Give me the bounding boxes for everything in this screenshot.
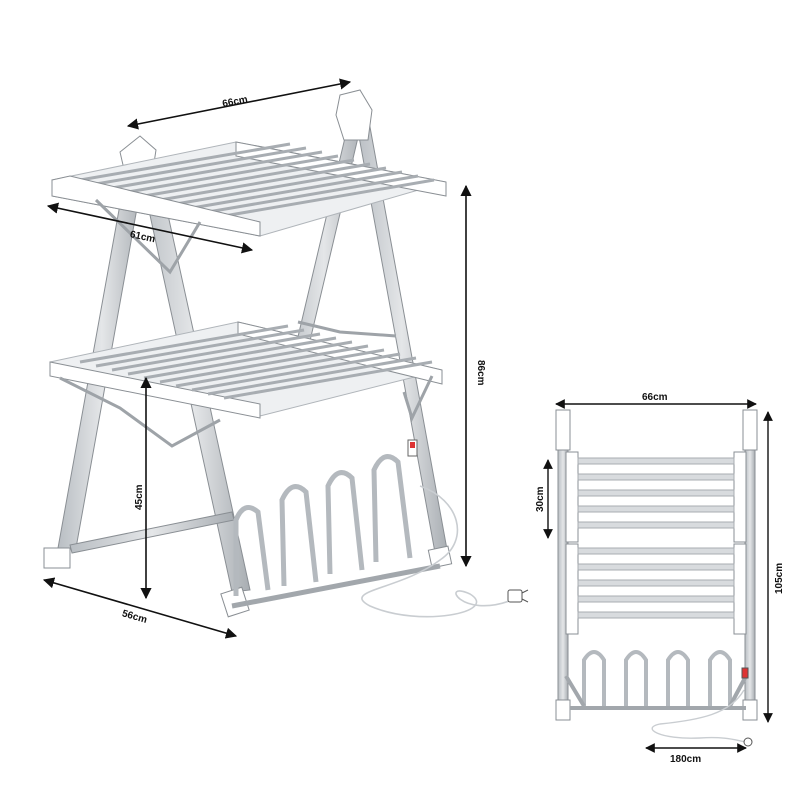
dim-height: 86cm [475,360,486,386]
dimension-lines-left [42,78,472,639]
rack-3d-view [43,89,529,618]
dim-shelf-gap: 30cm [535,486,546,512]
bottom-stretcher [69,511,235,554]
dim-unfolded-height: 105cm [774,563,785,594]
dimension-lines-right [543,399,773,753]
shoe-rack [231,454,441,609]
lower-shelf [49,321,443,419]
dim-shelf-depth: 61cm [129,229,156,245]
dim-base-depth: 56cm [121,608,149,626]
dim-lower-height: 45cm [134,484,145,510]
rack-front-view [555,409,758,747]
power-cable [361,485,513,618]
dim-front-width: 66cm [642,392,668,403]
dim-top-width: 66cm [222,94,249,110]
dim-cable-length: 180cm [670,754,701,765]
plug-icon [507,589,529,603]
